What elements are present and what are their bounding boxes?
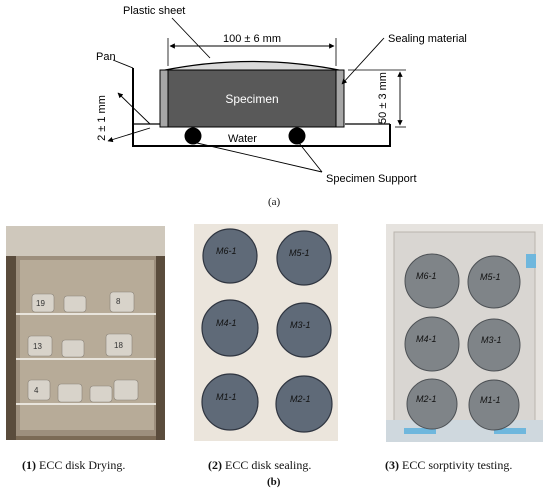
sealing-material-left: [159, 69, 169, 128]
pan-leader: [112, 59, 134, 69]
water-depth-leader-bottom: [107, 127, 151, 143]
pan-label: Pan: [96, 51, 116, 63]
sorptivity-label-3: M4-1: [416, 334, 437, 344]
caption-b: (b): [267, 476, 281, 488]
photo-ecc-sorptivity-testing: M6-1 M5-1 M4-1 M3-1 M2-1 M1-1: [386, 224, 543, 442]
water-depth-label: 2 ± 1 mm: [96, 95, 108, 141]
caption-photo-3-number: (3): [385, 458, 399, 472]
caption-a: (a): [268, 196, 281, 208]
caption-photo-2-number: (2): [208, 458, 222, 472]
sorptivity-label-6: M1-1: [480, 395, 501, 405]
width-dimension-label: 100 ± 6 mm: [223, 33, 281, 45]
caption-photo-2-text: ECC disk sealing.: [222, 458, 312, 472]
sorptivity-label-5: M2-1: [416, 394, 437, 404]
sealing-label-6: M2-1: [290, 394, 311, 404]
drying-oven-illustration: 19 8 13 18 4: [6, 226, 165, 440]
specimen-support-left: [184, 127, 202, 145]
sealing-label-3: M4-1: [216, 318, 237, 328]
drying-label-2: 8: [116, 297, 121, 306]
sorptivity-label-1: M6-1: [416, 271, 437, 281]
plastic-sheet: [159, 60, 345, 72]
caption-photo-3: (3) ECC sorptivity testing.: [385, 458, 512, 473]
drying-label-3: 13: [33, 342, 42, 351]
sealing-label-1: M6-1: [216, 246, 237, 256]
photo-ecc-disk-sealing: M6-1 M5-1 M4-1 M3-1 M1-1 M2-1: [194, 224, 338, 441]
sorptivity-label-4: M3-1: [481, 335, 502, 345]
caption-photo-2: (2) ECC disk sealing.: [208, 458, 311, 473]
drying-label-4: 18: [114, 341, 123, 350]
specimen-block: [167, 69, 337, 128]
support-leader-left: [196, 142, 323, 173]
caption-photo-1-text: ECC disk Drying.: [36, 458, 126, 472]
water-label: Water: [228, 133, 257, 145]
sealing-material-leader: [341, 37, 385, 85]
photo-ecc-disk-drying: 19 8 13 18 4: [6, 226, 165, 440]
caption-photo-1-number: (1): [22, 458, 36, 472]
specimen-label: Specimen: [225, 92, 278, 106]
drying-label-5: 4: [34, 386, 39, 395]
specimen-support-right: [288, 127, 306, 145]
sorptivity-setup-diagram: Specimen 100 ± 6 mm Plastic sheet Sealin…: [96, 5, 467, 185]
sealing-material-right: [335, 69, 345, 128]
plastic-sheet-leader: [171, 17, 211, 59]
sealing-label-4: M3-1: [290, 320, 311, 330]
sealing-label-2: M5-1: [289, 248, 310, 258]
sorptivity-label-2: M5-1: [480, 272, 501, 282]
specimen-support-label: Specimen Support: [326, 173, 417, 185]
sealing-material-label: Sealing material: [388, 33, 467, 45]
sorptivity-illustration: M6-1 M5-1 M4-1 M3-1 M2-1 M1-1: [386, 224, 543, 442]
sealing-illustration: M6-1 M5-1 M4-1 M3-1 M1-1 M2-1: [194, 224, 338, 441]
sealing-label-5: M1-1: [216, 392, 237, 402]
plastic-sheet-label: Plastic sheet: [123, 5, 185, 17]
support-leader-right: [298, 142, 323, 173]
caption-photo-1: (1) ECC disk Drying.: [22, 458, 125, 473]
height-dimension-label: 50 ± 3 mm: [377, 72, 389, 124]
caption-photo-3-text: ECC sorptivity testing.: [399, 458, 513, 472]
drying-label-1: 19: [36, 299, 45, 308]
water-depth-leader-top: [117, 92, 151, 125]
